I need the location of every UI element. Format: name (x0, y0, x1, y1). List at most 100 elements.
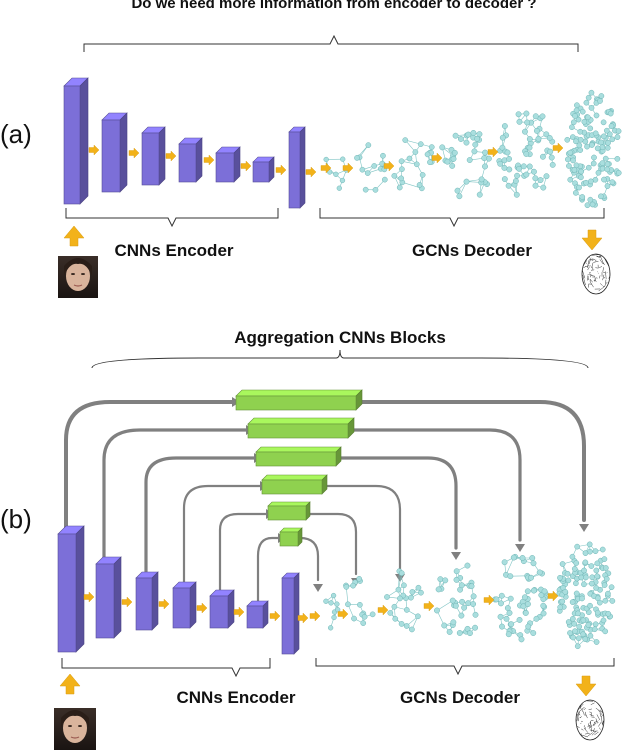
decoder-label-a: GCNs Decoder (412, 241, 532, 260)
flow-arrow (309, 610, 321, 622)
skip-connection (336, 456, 458, 550)
skip-connection (102, 428, 248, 562)
encoder-label-a: CNNs Encoder (114, 241, 233, 260)
skip-connection (322, 484, 402, 572)
skip-connection (356, 400, 586, 522)
mesh-face-icon (581, 253, 611, 295)
graph-stage (343, 575, 376, 626)
encoder-brace-a (65, 208, 279, 228)
encoder-block (246, 600, 269, 629)
flow-arrow (196, 602, 208, 614)
aggregation-block (235, 389, 363, 411)
encoder-block (288, 126, 306, 209)
flow-arrow (88, 144, 100, 156)
skip-connection (306, 512, 358, 576)
encoder-block (57, 525, 85, 653)
decoder-brace-a (319, 208, 605, 228)
encoder-block (141, 126, 166, 186)
decoder-label-b: GCNs Decoder (400, 688, 520, 707)
graph-stage (384, 568, 424, 633)
flow-arrow (158, 598, 170, 610)
flow-arrow (240, 160, 252, 172)
flow-arrow (165, 150, 177, 162)
flow-arrow (547, 590, 559, 602)
flow-arrow (431, 152, 443, 164)
encoder-block (95, 556, 122, 639)
graph-stage (439, 129, 492, 200)
decoder-brace-b (315, 658, 615, 676)
top-question: Do we need more information from encoder… (131, 0, 536, 12)
skip-arrowhead (579, 524, 589, 532)
flow-arrow (377, 604, 389, 616)
flow-arrow (337, 608, 349, 620)
graph-stage (564, 89, 622, 209)
flow-arrow (128, 147, 140, 159)
skip-connection (348, 428, 522, 542)
encoder-block (172, 581, 197, 629)
skip-connection (182, 484, 262, 584)
skip-arrowhead (395, 574, 405, 582)
skip-connection (256, 536, 280, 604)
panel-b: Aggregation CNNs Blocks (b) CNNs Encoder… (0, 328, 616, 750)
skip-connection (144, 456, 256, 576)
panel-a: Do we need more information from encoder… (0, 0, 622, 298)
output-arrow-b (575, 675, 597, 697)
graph-stage (323, 592, 341, 631)
decoder-graphs-b (309, 541, 616, 650)
flow-arrow (121, 596, 133, 608)
flow-arrow (275, 164, 287, 176)
mesh-face-icon (575, 699, 605, 741)
face-photo-icon (58, 256, 98, 298)
encoder-block (281, 572, 300, 655)
encoder-block (209, 589, 235, 629)
encoder-block (135, 571, 159, 631)
encoder-blocks-b (57, 525, 309, 655)
flow-arrow (483, 594, 495, 606)
flow-arrow (487, 146, 499, 158)
aggregation-label: Aggregation CNNs Blocks (234, 328, 446, 347)
top-brace (83, 34, 579, 52)
part-label-b: (b) (0, 504, 32, 534)
aggregation-blocks (235, 389, 363, 547)
encoder-block (178, 137, 203, 183)
aggregation-block (261, 474, 328, 495)
flow-arrow (305, 166, 317, 178)
skip-connections (64, 397, 589, 604)
output-arrow-a (581, 229, 603, 251)
skip-arrowhead (515, 544, 525, 552)
input-arrow-a (63, 225, 85, 247)
skip-connection (298, 536, 320, 582)
flow-arrow (269, 610, 281, 622)
face-photo-icon (54, 708, 96, 750)
encoder-block (215, 146, 241, 183)
encoder-label-b: CNNs Encoder (176, 688, 295, 707)
flow-arrow (320, 162, 332, 174)
flow-arrow (233, 606, 245, 618)
encoder-block (252, 156, 275, 183)
skip-arrowhead (451, 552, 461, 560)
flow-arrow (423, 600, 435, 612)
graph-stage (434, 562, 479, 637)
part-label-a: (a) (0, 119, 32, 149)
aggregation-brace (91, 349, 589, 369)
input-arrow-b (59, 673, 81, 695)
encoder-blocks-a (63, 77, 317, 209)
graph-stage (323, 156, 350, 191)
graph-stage (354, 142, 388, 193)
encoder-block (63, 77, 89, 205)
encoder-block (101, 112, 128, 193)
skip-connection (64, 400, 234, 530)
decoder-graphs-a (320, 89, 622, 209)
graph-stage (496, 110, 556, 198)
skip-arrowhead (313, 584, 323, 592)
aggregation-block (267, 501, 311, 521)
aggregation-block (279, 527, 303, 547)
aggregation-block (255, 446, 342, 467)
flow-arrow (297, 612, 309, 624)
aggregation-block (247, 417, 355, 439)
flow-arrow (383, 160, 395, 172)
graph-stage (391, 137, 435, 192)
skip-connection (218, 512, 268, 594)
flow-arrow (342, 162, 354, 174)
